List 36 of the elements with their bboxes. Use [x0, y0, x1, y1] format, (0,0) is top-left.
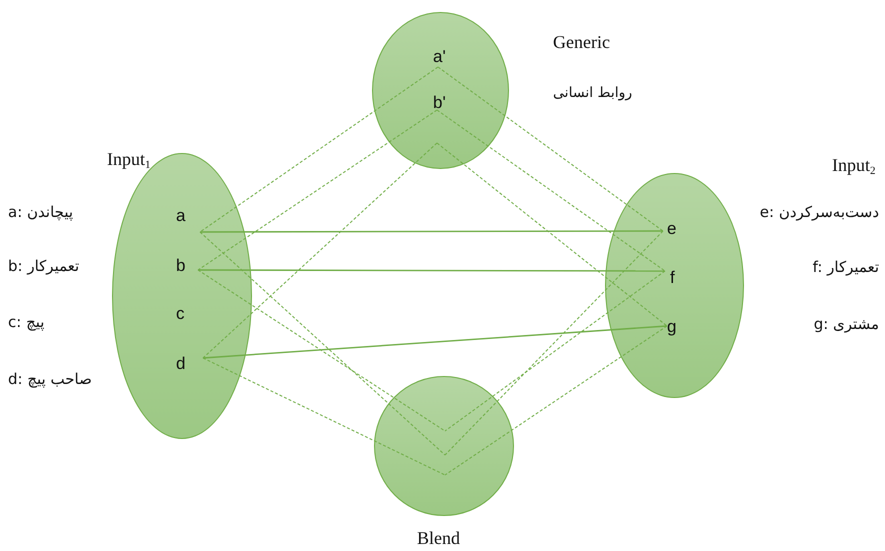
element-letter: b': [433, 93, 446, 113]
dashed-connector: [444, 326, 668, 476]
connector-line: [198, 269, 665, 272]
dashed-connector: [198, 110, 438, 270]
element-gloss: d: صاحب پیچ: [8, 370, 92, 388]
connector-line: [200, 230, 663, 233]
space-title: Input$_{2}$: [832, 154, 876, 176]
space-title: Blend: [417, 527, 460, 549]
dashed-connector: [202, 142, 438, 358]
dashed-connector: [200, 232, 446, 456]
dashed-connector: [198, 270, 446, 432]
dashed-connector: [444, 230, 664, 456]
dashed-connector: [436, 142, 668, 326]
space-title: Generic: [553, 31, 610, 53]
element-letter: a': [433, 47, 446, 67]
element-gloss: b: تعمیرکار: [8, 257, 80, 275]
element-gloss: a: پیچاندن: [8, 203, 74, 221]
element-letter: a: [176, 206, 186, 226]
element-letter: d: [176, 354, 186, 374]
dashed-connector: [202, 358, 446, 476]
space-title: Input$_{1}$: [107, 148, 150, 170]
element-letter: f: [670, 268, 675, 288]
element-letter: g: [667, 317, 676, 337]
dashed-connector: [436, 110, 666, 272]
element-gloss: c: پیچ: [8, 313, 44, 331]
element-letter: b: [176, 256, 186, 276]
space-caption: روابط انسانی: [553, 85, 632, 101]
dashed-connector: [444, 270, 666, 432]
element-gloss: e: دست‌به‌سرکردن: [760, 203, 879, 221]
element-gloss: f: تعمیرکار: [812, 258, 879, 276]
connector-line: [202, 325, 668, 359]
element-gloss: g: مشتری: [814, 315, 879, 333]
dashed-connector: [200, 66, 438, 232]
element-letter: e: [667, 219, 676, 239]
element-letter: c: [176, 304, 184, 324]
dashed-connector: [438, 66, 664, 232]
